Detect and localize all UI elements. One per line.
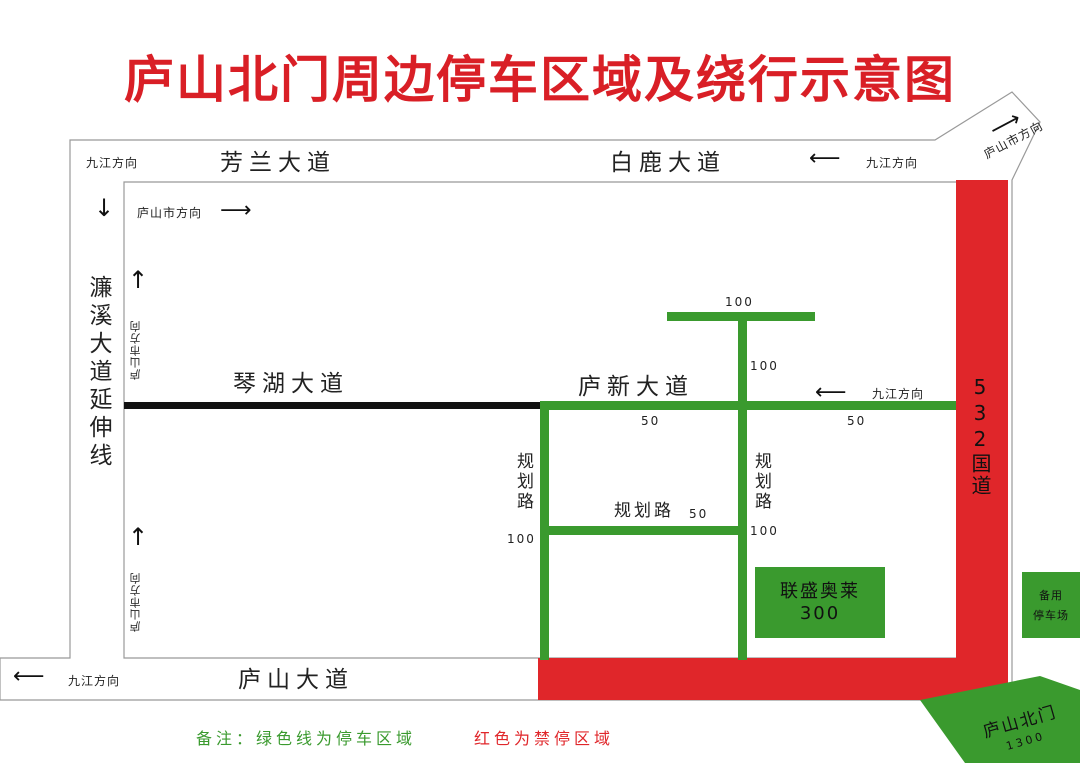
cap-guihua-left: 100	[507, 532, 536, 546]
road-guihua-left: 规划路	[513, 452, 533, 512]
north-gate-lot	[920, 676, 1080, 763]
cap-top-bar: 100	[725, 295, 754, 309]
qinhu-road-line	[124, 402, 542, 409]
arrow-left-icon-3: ⟵	[13, 664, 45, 689]
note-red: 红色为禁停区域	[474, 729, 615, 748]
road-guihua-right: 规划路	[751, 452, 771, 512]
road-luxin: 庐新大道	[578, 374, 694, 400]
cap-vert-top: 100	[750, 359, 779, 373]
dir-jiujiang-bottom: 九江方向	[68, 674, 121, 688]
parking-vertical-main	[738, 312, 747, 660]
arrow-down-icon: ↓	[94, 194, 115, 222]
liansheng-count: 300	[799, 603, 841, 624]
page-title: 庐山北门周边停车区域及绕行示意图	[124, 51, 956, 109]
dir-jiujiang-topright: 九江方向	[866, 156, 919, 170]
cap-guihua-right: 100	[750, 524, 779, 538]
liansheng-lot	[755, 567, 885, 638]
arrow-left-icon: ⟵	[809, 146, 841, 171]
dir-lushan-city-left-upper: 庐山市方向	[129, 320, 142, 380]
road-lushan: 庐山大道	[238, 667, 354, 693]
backup-lot-label: 备用 停车场	[1022, 586, 1080, 626]
road-guihua-mid: 规划路	[614, 501, 674, 521]
cap-luxin-left: 50	[641, 414, 661, 428]
backup-lot	[1022, 572, 1080, 638]
cap-guihua-mid: 50	[689, 507, 709, 521]
backup-line2: 停车场	[1033, 609, 1069, 622]
liansheng-name: 联盛奥莱	[780, 581, 860, 602]
dir-lushan-city-top: 庐山市方向	[137, 206, 203, 220]
arrow-left-icon-2: ⟵	[815, 380, 847, 405]
arrow-right-icon: ⟶	[220, 198, 252, 223]
road-qinhu: 琴湖大道	[233, 371, 349, 397]
road-532: 532国道	[968, 375, 992, 497]
dir-lushan-city-left-lower: 庐山市方向	[129, 572, 142, 632]
arrow-up-icon: ↑	[128, 266, 149, 294]
dir-jiujiang-luxin: 九江方向	[872, 387, 925, 401]
parking-guihua-mid	[540, 526, 747, 535]
road-lianxi: 濂溪大道延伸线	[85, 275, 111, 471]
note-green: 备注：绿色线为停车区域	[196, 729, 417, 748]
no-parking-lushan-road	[538, 658, 1008, 700]
liansheng-lot-label: 联盛奥莱 300	[755, 581, 885, 625]
arrow-up-icon-2: ↑	[128, 523, 149, 551]
outer-road-outline	[0, 91, 1041, 701]
no-parking-532-road	[956, 180, 1008, 700]
parking-luxin-road	[540, 401, 956, 410]
road-fanglan: 芳兰大道	[220, 150, 336, 176]
dir-jiujiang-topleft: 九江方向	[86, 156, 139, 170]
cap-luxin-right: 50	[847, 414, 867, 428]
backup-line1: 备用	[1039, 589, 1063, 602]
road-bailu: 白鹿大道	[610, 150, 726, 176]
parking-lines	[540, 312, 956, 660]
